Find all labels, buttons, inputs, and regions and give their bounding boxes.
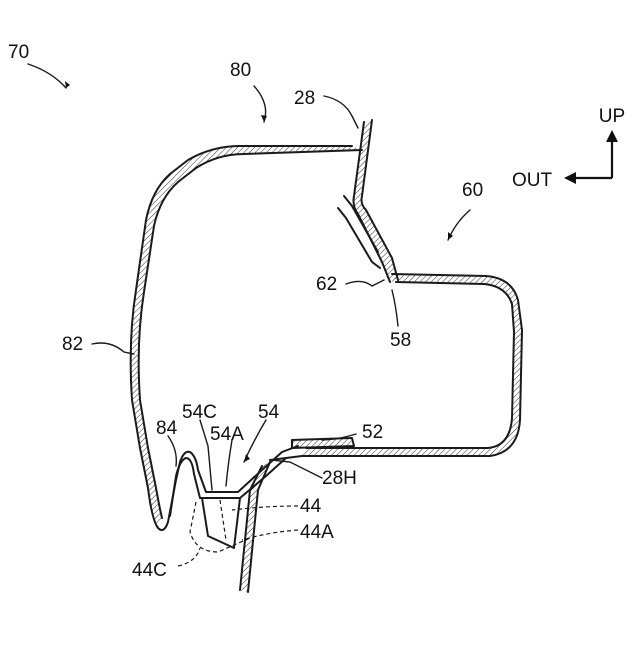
direction-indicator: UP OUT [512, 106, 625, 191]
label-62: 62 [316, 274, 337, 295]
lower-panel [240, 462, 270, 592]
label-54: 54 [258, 402, 280, 423]
label-58: 58 [390, 330, 411, 351]
leader-84 [168, 436, 176, 466]
leader-58 [392, 290, 398, 326]
label-52: 52 [362, 422, 383, 443]
out-arrow-icon [564, 172, 576, 184]
out-label: OUT [512, 170, 553, 191]
label-82: 82 [62, 334, 83, 355]
leader-54A [226, 440, 232, 486]
leader-44C [178, 548, 200, 566]
up-label: UP [599, 106, 625, 127]
arrowhead-60 [448, 232, 453, 240]
clip-44 [190, 498, 250, 552]
leader-62 [346, 280, 384, 286]
label-44: 44 [300, 496, 322, 517]
up-arrow-icon [606, 130, 618, 142]
arrowhead-80 [261, 115, 267, 122]
reference-labels: 70 80 28 60 62 58 82 84 54C 54A 54 52 28… [8, 42, 483, 581]
inner-panel-28 [338, 120, 398, 282]
label-80: 80 [230, 60, 251, 81]
leader-82 [92, 343, 134, 354]
box-panel-60 [270, 274, 522, 460]
label-54A: 54A [210, 424, 244, 445]
label-44C: 44C [132, 560, 167, 581]
label-60: 60 [462, 180, 483, 201]
label-70: 70 [8, 42, 29, 63]
label-44A: 44A [300, 522, 334, 543]
label-28: 28 [294, 88, 315, 109]
label-54C: 54C [182, 402, 217, 423]
leader-28 [324, 96, 358, 128]
leader-44 [232, 506, 298, 510]
label-84: 84 [156, 418, 178, 439]
label-28H: 28H [322, 468, 357, 489]
leader-70 [28, 64, 66, 88]
